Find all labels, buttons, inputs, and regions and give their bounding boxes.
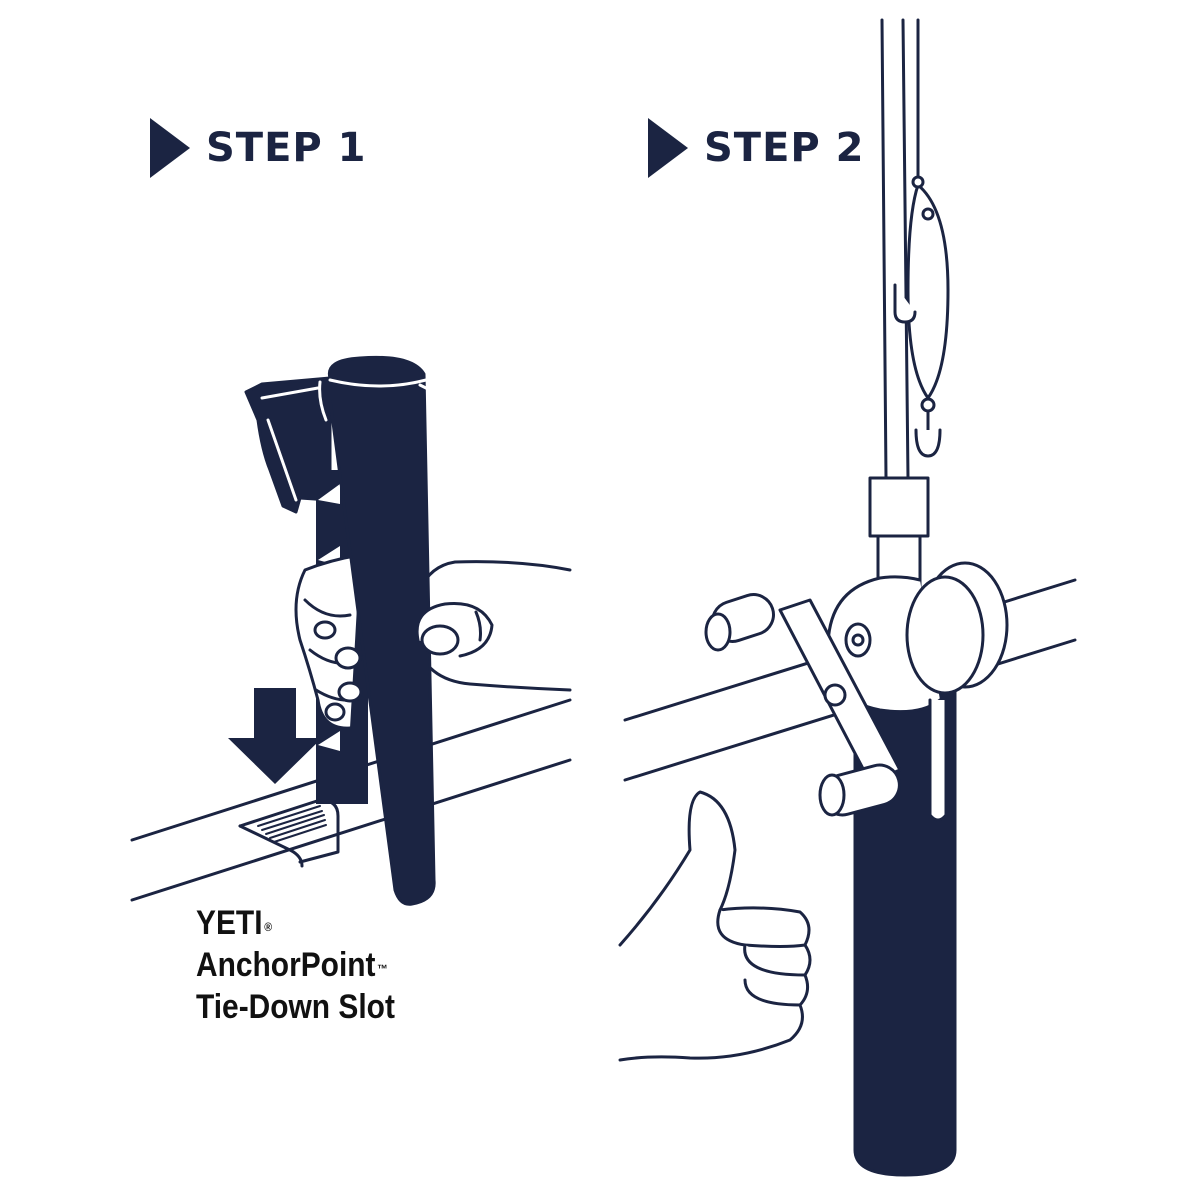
thumbs-up-icon [618,790,812,1062]
fishing-lure-icon [893,175,950,458]
step1-header: STEP 1 [150,118,367,178]
play-triangle-icon [648,118,688,178]
step1-label: STEP 1 [206,125,367,171]
tie-down-slot [238,798,340,868]
step1-scene [130,355,572,906]
caption-product: AnchorPoint [196,946,376,984]
play-triangle-icon [150,118,190,178]
step1-hand [294,553,572,730]
caption-descriptor: Tie-Down Slot [196,988,395,1026]
cooler-lid-edge-bottom [130,758,572,902]
rod-holder-tube-step1 [318,355,440,906]
step2-scene [618,18,1077,1177]
registered-mark: ® [264,920,273,934]
step2-label: STEP 2 [704,125,865,171]
caption-brand: YETI [196,904,263,942]
caption-brand-line: YETI® [196,902,395,944]
step1-thumb [415,601,494,658]
down-arrow-icon [228,688,322,784]
fishing-reel-icon [704,561,1009,822]
trademark-mark: ™ [377,962,388,976]
step2-header: STEP 2 [648,118,865,178]
